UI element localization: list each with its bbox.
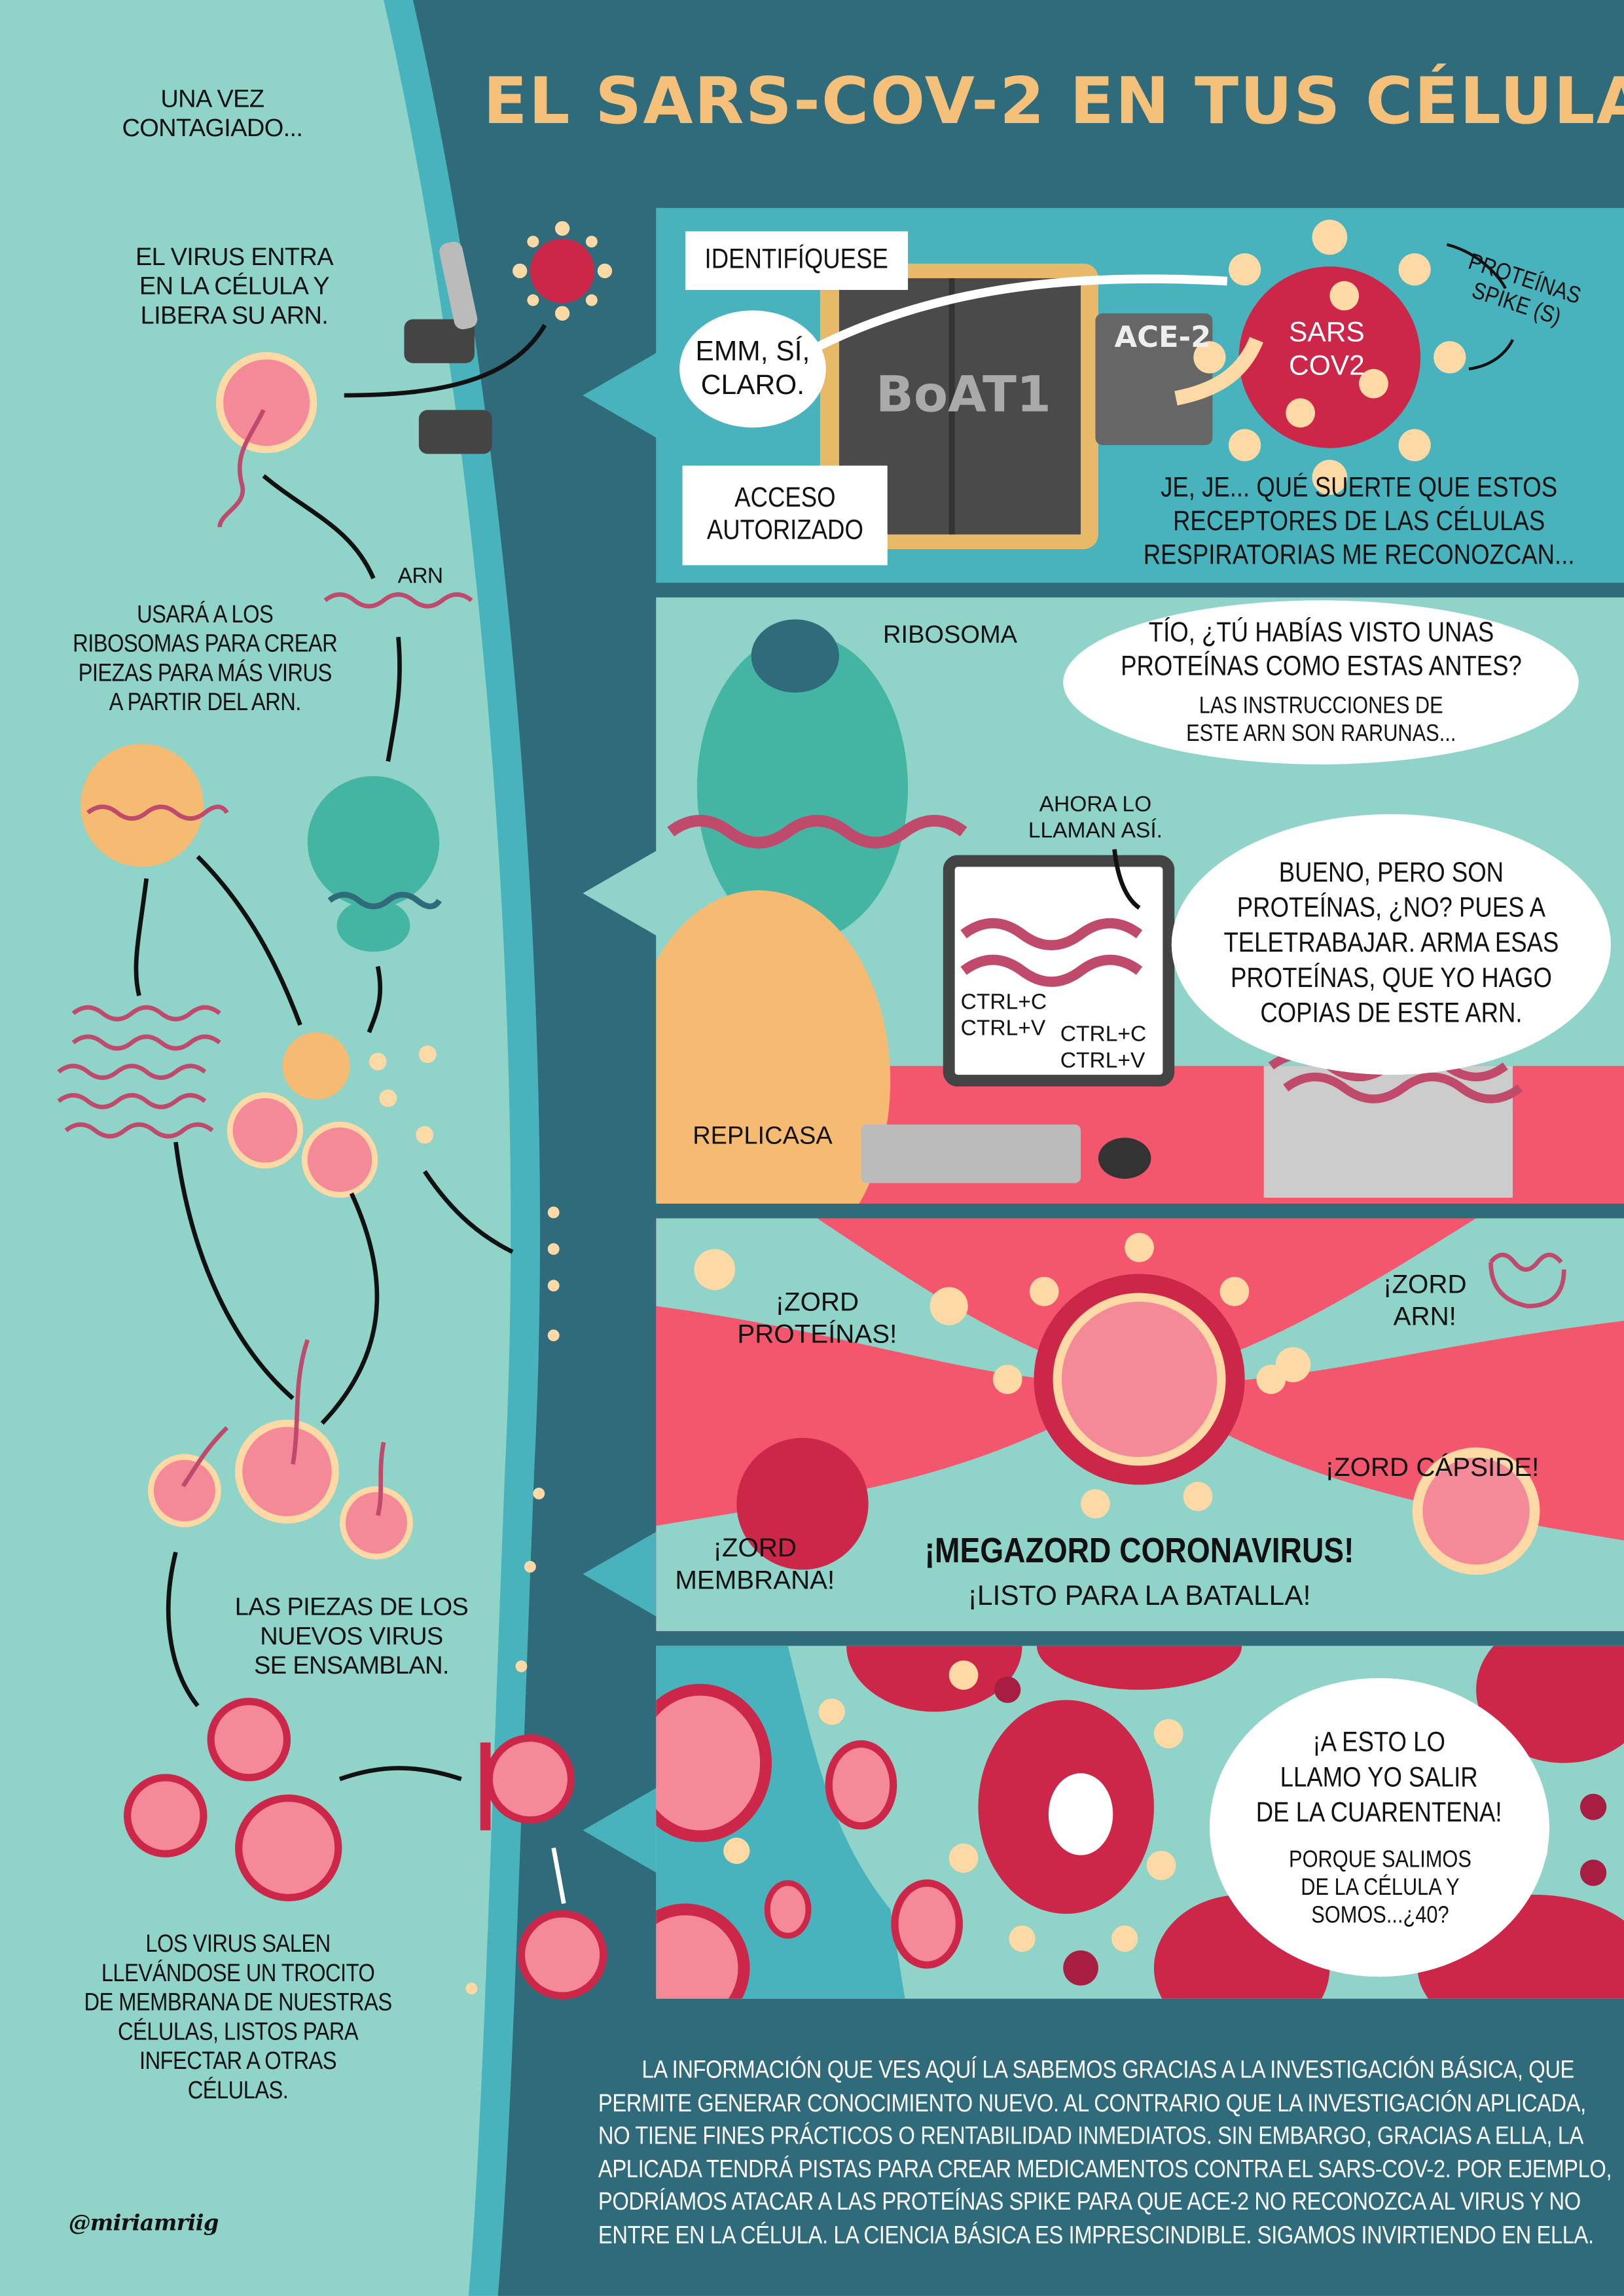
ace2-receptor <box>1095 313 1213 446</box>
page-title: EL SARS-COV-2 EN TUS CÉLULAS <box>483 64 1624 139</box>
step2-text: USARÁ A LOS RIBOSOMAS PARA CREAR PIEZAS … <box>73 600 338 716</box>
zord-proteins-label: ¡ZORD PROTEÍNAS! <box>737 1287 897 1349</box>
screen-text-copy-paste-2: CTRL+C CTRL+V <box>1060 1022 1147 1073</box>
step1-text: EL VIRUS ENTRA EN LA CÉLULA Y LIBERA SU … <box>135 243 334 330</box>
computer-monitor <box>943 855 1175 1087</box>
bubble-main-text: ¡A ESTO LO LLAMO YO SALIR DE LA CUARENTE… <box>1256 1727 1503 1829</box>
printer <box>1263 1066 1513 1198</box>
capsid-zord <box>1412 1447 1540 1575</box>
bubble1-main-text: TÍO, ¿TÚ HABÍAS VISTO UNAS PROTEÍNAS COM… <box>1120 618 1522 683</box>
rna-strand <box>667 815 967 849</box>
keyboard <box>861 1124 1081 1183</box>
zord-capsid-label: ¡ZORD CÁPSIDE! <box>1325 1452 1540 1482</box>
footer-basic-science-text: LA INFORMACIÓN QUE VES AQUÍ LA SABEMOS G… <box>598 2056 1612 2249</box>
replicase-character <box>656 890 891 1204</box>
zord-arn-label: ¡ZORD ARN! <box>1383 1269 1467 1331</box>
virus-label: SARS COV2 <box>1289 317 1365 382</box>
panel-ribosome-replicase: RIBOSOMA REPLICASA TÍO, ¿TÚ HABÍAS VISTO… <box>656 597 1624 1204</box>
replicase-label: REPLICASA <box>693 1121 833 1150</box>
ace2-label: ACE-2 <box>1114 319 1212 355</box>
ribosome-label: RIBOSOMA <box>883 620 1018 649</box>
panel1-pointer <box>583 351 659 440</box>
panel-megazord: ¡ZORD PROTEÍNAS! ¡ZORD ARN! ¡ZORD CÁPSID… <box>656 1218 1624 1632</box>
panel3-pointer <box>583 1530 659 1619</box>
speech-bubble-replicase: BUENO, PERO SON PROTEÍNAS, ¿NO? PUES A T… <box>1171 814 1611 1075</box>
sign-access-authorized: ACCESO AUTORIZADO <box>682 465 888 565</box>
panel-virus-exit: ¡A ESTO LO LLAMO YO SALIR DE LA CUARENTE… <box>656 1645 1624 1999</box>
aside-text: AHORA LO LLAMAN ASÍ. <box>1028 792 1163 844</box>
sars-cov2-virus <box>1238 266 1421 448</box>
signature: @miriamriig <box>68 2209 219 2236</box>
panel4-pointer <box>583 1786 659 1874</box>
sign-identify: IDENTIFÍQUESE <box>685 231 909 290</box>
speech-bubble-emm: EMM, SÍ, CLARO. <box>679 310 826 428</box>
step3-text: LAS PIEZAS DE LOS NUEVOS VIRUS SE ENSAMB… <box>234 1593 469 1680</box>
sidebar-diagram <box>57 221 613 2000</box>
caption-lucky: JE, JE... QUÉ SUERTE QUE ESTOS RECEPTORE… <box>1143 473 1575 571</box>
membrane-zord <box>736 1437 869 1570</box>
sign-access-text: ACCESO AUTORIZADO <box>706 483 863 547</box>
speech-bubble-quarantine: ¡A ESTO LO LLAMO YO SALIR DE LA CUARENTE… <box>1209 1677 1549 1977</box>
ready-for-battle-text: ¡LISTO PARA LA BATALLA! <box>967 1581 1311 1613</box>
step4-text: LOS VIRUS SALEN LLEVÁNDOSE UN TROCITO DE… <box>84 1929 392 2104</box>
panel-virus-entry: IDENTIFÍQUESE ACCESO AUTORIZADO EMM, SÍ,… <box>656 207 1624 583</box>
panel2-pointer <box>583 849 659 937</box>
bubble1-sub-text: LAS INSTRUCCIONES DE ESTE ARN SON RARUNA… <box>1185 694 1456 747</box>
bubble2-text: BUENO, PERO SON PROTEÍNAS, ¿NO? PUES A T… <box>1223 857 1559 1030</box>
megazord-title: ¡MEGAZORD CORONAVIRUS! <box>924 1532 1354 1571</box>
sign-identify-text: IDENTIFÍQUESE <box>704 244 889 276</box>
speech-bubble-ribosome: TÍO, ¿TÚ HABÍAS VISTO UNAS PROTEÍNAS COM… <box>1063 600 1579 764</box>
screen-text-copy-paste-1: CTRL+C CTRL+V <box>960 990 1047 1041</box>
ribosome-character <box>696 634 909 942</box>
bubble-sub-text: PORQUE SALIMOS DE LA CÉLULA Y SOMOS...¿4… <box>1288 1847 1471 1928</box>
zord-membrane-label: ¡ZORD MEMBRANA! <box>675 1533 835 1595</box>
mouse <box>1098 1138 1151 1179</box>
rna-zord <box>1489 1252 1566 1308</box>
arn-label: ARN <box>397 564 444 589</box>
intro-text: UNA VEZ CONTAGIADO... <box>122 84 303 143</box>
boat1-label: BoAT1 <box>875 366 1051 425</box>
